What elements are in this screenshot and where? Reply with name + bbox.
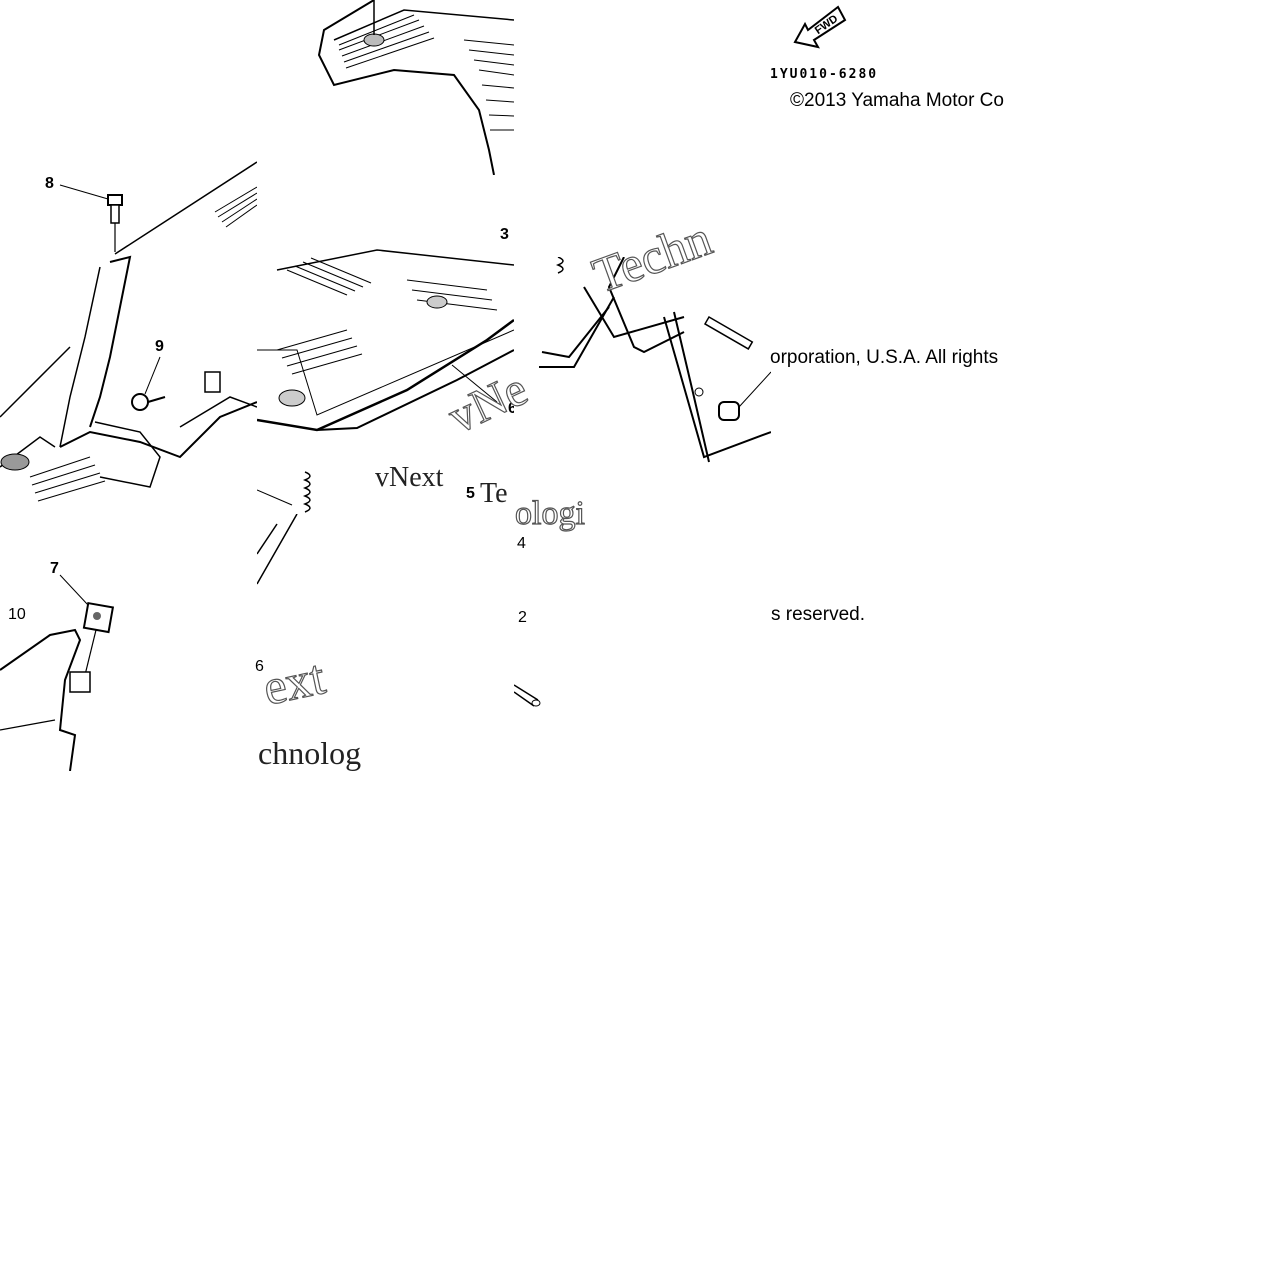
bracket-7-icon bbox=[82, 601, 115, 634]
callout-6b: 6 bbox=[255, 658, 264, 675]
callout-2: 2 bbox=[518, 609, 527, 626]
callout-4: 4 bbox=[517, 535, 526, 552]
floorboard-main-drawing bbox=[257, 249, 514, 513]
callout-5: 5 bbox=[466, 485, 475, 502]
watermark-ologi: ologi bbox=[514, 494, 585, 532]
part-number: 1YU010-6280 bbox=[770, 67, 879, 82]
floorboard-top-drawing bbox=[317, 0, 514, 175]
tile-lower-middle bbox=[257, 514, 376, 594]
side-cover-drawing bbox=[0, 601, 115, 771]
callout-7: 7 bbox=[50, 560, 59, 577]
center-stand-drawing bbox=[539, 257, 771, 463]
tile-floorboard-main bbox=[257, 240, 514, 514]
callout-3: 3 bbox=[500, 226, 509, 243]
callout-6a: 6 bbox=[508, 400, 517, 417]
tile-side-cover bbox=[0, 580, 257, 771]
callout-9: 9 bbox=[155, 338, 164, 355]
callout-8: 8 bbox=[45, 175, 54, 192]
lower-middle-drawing bbox=[257, 514, 298, 585]
watermark-vnext: vNext bbox=[375, 462, 444, 493]
tile-center-stand bbox=[514, 257, 771, 514]
copyright-line-2: orporation, U.S.A. All rights bbox=[770, 347, 999, 368]
screw-9-icon bbox=[131, 393, 166, 411]
pin-fragment bbox=[514, 680, 544, 710]
watermark-chnolog: chnolog bbox=[258, 735, 362, 771]
copyright-line-1: ©2013 Yamaha Motor Co bbox=[790, 90, 1004, 111]
stand-spring-icon bbox=[555, 257, 564, 274]
copyright-line-3: s reserved. bbox=[771, 604, 865, 625]
fwd-arrow: FWD bbox=[790, 2, 850, 52]
callout-10: 10 bbox=[8, 606, 26, 623]
watermark-te: Te bbox=[480, 478, 508, 509]
spring-icon bbox=[302, 471, 311, 513]
front-cover-drawing bbox=[0, 161, 257, 502]
tile-floorboard-top bbox=[314, 0, 514, 175]
watermark-ext: ext bbox=[258, 648, 331, 717]
tile-front-cover bbox=[0, 157, 257, 514]
bolt-8-icon bbox=[107, 194, 123, 252]
